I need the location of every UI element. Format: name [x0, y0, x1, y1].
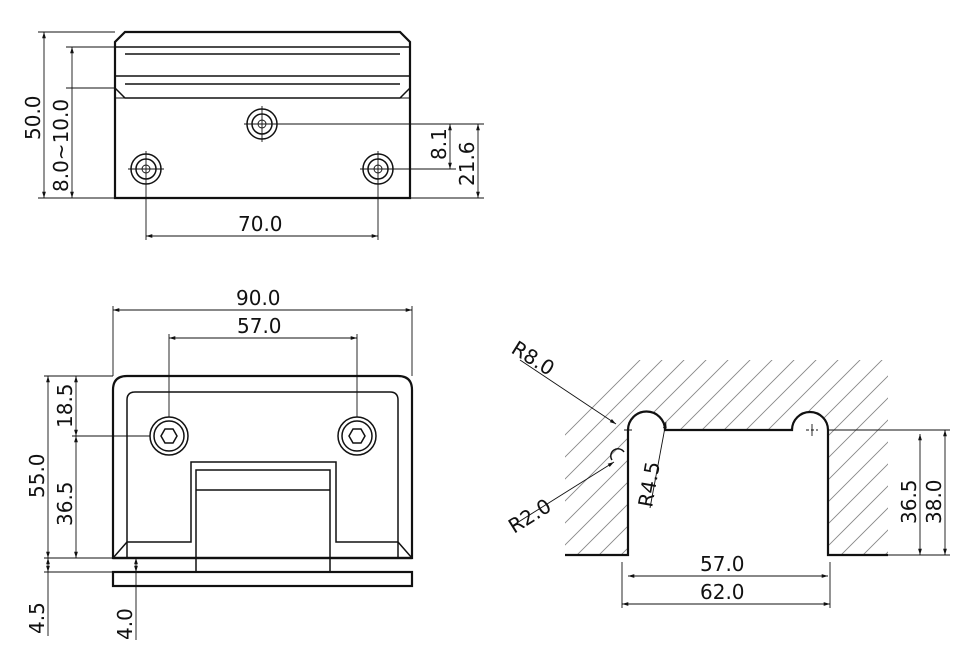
front-dim-width: 90.0: [236, 286, 281, 310]
cutout-view: R8.0 R2.0 R4.5 57.0 62.0 36.5 38.0: [504, 336, 950, 608]
cutout-dim-outer-width: 62.0: [700, 580, 745, 604]
top-dim-height: 50.0: [21, 95, 45, 140]
cutout-dim-inner-width: 57.0: [700, 552, 745, 576]
cutout-dim-r8: R8.0: [507, 336, 558, 381]
front-view: 90.0 57.0 55.0 18.5 36.5 4.5 4.0: [25, 286, 414, 640]
front-dim-top: 18.5: [53, 383, 77, 428]
top-dim-glass-thickness: 8.0~10.0: [49, 99, 73, 192]
cutout-dim-r2: R2.0: [504, 494, 555, 539]
front-dim-lower: 36.5: [53, 481, 77, 526]
front-dim-height: 55.0: [25, 453, 49, 498]
top-view: 50.0 8.0~10.0 8.1 21.6 70.0: [21, 30, 484, 240]
front-dim-plate: 4.5: [25, 602, 49, 634]
cutout-dim-r45: R4.5: [633, 460, 665, 509]
top-dim-hole-spacing: 70.0: [238, 212, 283, 236]
top-view-body: [113, 30, 412, 200]
front-dim-gap: 4.0: [113, 608, 137, 640]
top-center-screw-icon: [244, 106, 280, 142]
top-dim-offset: 8.1: [427, 128, 451, 160]
cutout-dim-depth-outer: 38.0: [922, 479, 946, 524]
front-dim-hole-spacing: 57.0: [237, 314, 282, 338]
top-right-screw-icon: [360, 151, 396, 187]
front-view-body: [111, 374, 414, 588]
front-right-hex-screw-icon: [337, 416, 377, 456]
front-left-hex-screw-icon: [149, 416, 189, 456]
cutout-dim-depth-inner: 36.5: [897, 479, 921, 524]
top-dim-holes-height: 21.6: [455, 141, 479, 186]
top-left-screw-icon: [128, 151, 164, 187]
cutout-profile: [565, 410, 888, 557]
